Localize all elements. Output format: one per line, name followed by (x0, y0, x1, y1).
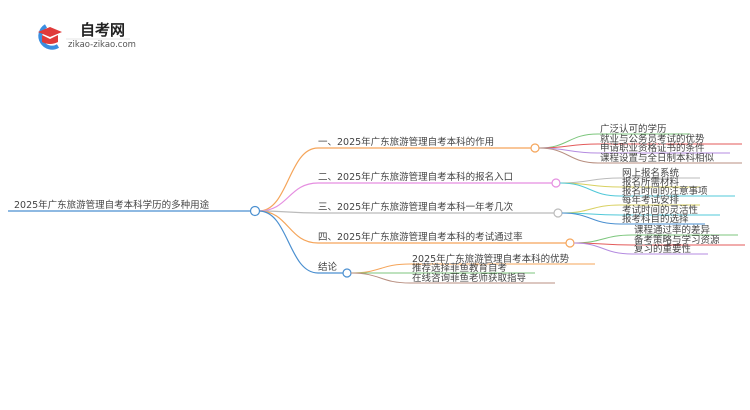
branch-connector (258, 182, 319, 212)
leaf-topic[interactable]: 考试时间的灵活性 (622, 204, 699, 216)
branch-3: 三、2025年广东旅游管理自考本科一年考几次 每年考试安排考试时间的灵活性报考科目… (318, 194, 720, 225)
logo-title: 自考网 (80, 21, 125, 39)
leaf-topic[interactable]: 每年考试安排 (622, 194, 680, 206)
leaf-connector (350, 272, 411, 284)
collapse-toggle[interactable] (530, 143, 540, 153)
logo-subtitle: zikao-zikao.com (68, 40, 136, 50)
leaf-connector (561, 204, 621, 214)
leaf-topic[interactable]: 申请职业资格证书的条件 (600, 142, 705, 154)
branch-2: 二、2025年广东旅游管理自考本科的报名入口 网上报名系统报名所需材料报名时间的注… (318, 167, 735, 197)
collapse-toggle[interactable] (551, 178, 561, 188)
leaf-connector (573, 242, 633, 255)
leaf-topic[interactable]: 在线咨询菲鱼老师获取指导 (412, 272, 526, 284)
branch-topic[interactable]: 结论 (318, 261, 338, 273)
leaf-topic[interactable]: 报名所需材料 (622, 176, 680, 188)
leaf-topic[interactable]: 广泛认可的学历 (600, 123, 667, 135)
branch-1: 一、2025年广东旅游管理自考本科的作用 广泛认可的学历就业与公务员考试的优势申请… (318, 123, 742, 164)
leaf-connector (538, 143, 599, 149)
leaf-topic[interactable]: 就业与公务员考试的优势 (600, 133, 705, 145)
root-collapse-toggle[interactable] (249, 205, 261, 217)
leaf-topic[interactable]: 备考策略与学习资源 (634, 234, 720, 246)
leaf-connector (350, 263, 411, 274)
branch-topic[interactable]: 三、2025年广东旅游管理自考本科一年考几次 (318, 201, 514, 213)
leaf-connector (538, 147, 599, 164)
logo: 自考网 zikao-zikao.com (38, 21, 136, 50)
branch-connector (258, 210, 319, 274)
root-topic: 2025年广东旅游管理自考本科学历的多种用途 (14, 199, 210, 211)
collapse-toggle[interactable] (565, 238, 575, 248)
leaf-connector (559, 182, 621, 197)
leaf-topic[interactable]: 推荐选择菲鱼教育自考 (412, 262, 507, 274)
leaf-topic[interactable]: 课程通过率的差异 (634, 224, 711, 236)
leaf-topic[interactable]: 报名时间的注意事项 (622, 185, 708, 197)
collapse-toggle[interactable] (342, 268, 352, 278)
logo-cap-icon (38, 27, 62, 44)
branch-connector (258, 147, 319, 212)
leaf-connector (561, 212, 621, 225)
branch-topic[interactable]: 一、2025年广东旅游管理自考本科的作用 (318, 136, 494, 148)
leaf-topic[interactable]: 复习的重要性 (634, 243, 692, 255)
collapse-toggle[interactable] (553, 208, 563, 218)
leaf-connector (559, 177, 621, 184)
leaf-topic[interactable]: 网上报名系统 (622, 167, 680, 179)
branch-connector (258, 210, 319, 244)
leaf-topic[interactable]: 2025年广东旅游管理自考本科的优势 (412, 253, 570, 265)
branch-topic[interactable]: 四、2025年广东旅游管理自考本科的考试通过率 (318, 231, 523, 243)
branch-5: 结论 2025年广东旅游管理自考本科的优势推荐选择菲鱼教育自考在线咨询菲鱼老师获取… (318, 253, 595, 284)
leaf-connector (573, 234, 633, 244)
branch-topic[interactable]: 二、2025年广东旅游管理自考本科的报名入口 (318, 171, 513, 183)
leaf-topic[interactable]: 课程设置与全日制本科相似 (600, 152, 715, 164)
leaf-topic[interactable]: 报考科目的选择 (622, 213, 689, 225)
branch-4: 四、2025年广东旅游管理自考本科的考试通过率 课程通过率的差异备考策略与学习资源… (318, 224, 745, 255)
